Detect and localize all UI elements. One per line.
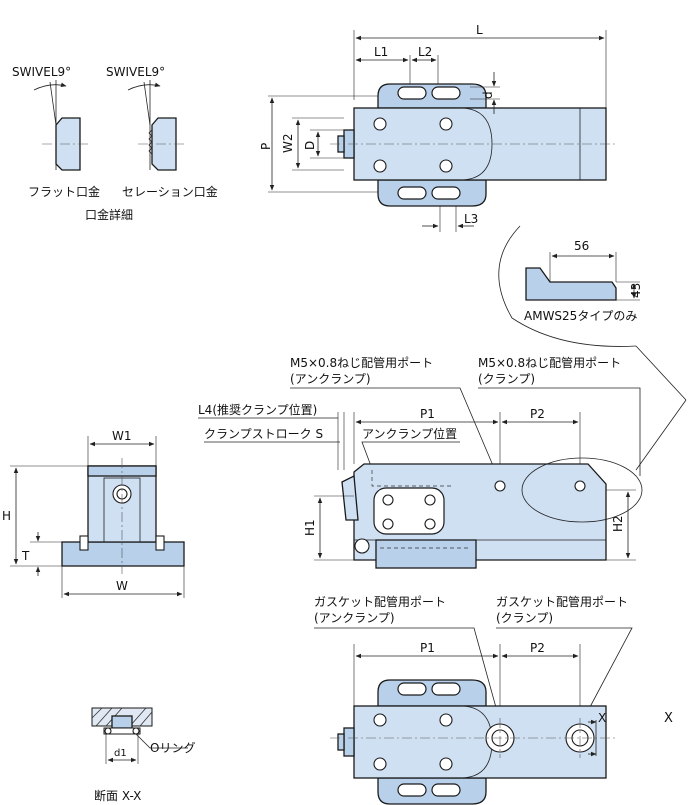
- dim-L3: L3: [464, 212, 478, 226]
- side-dim-P1: P1: [420, 407, 435, 421]
- dim-D: D: [303, 141, 317, 150]
- gasket-clamp-line2: (クランプ): [496, 611, 553, 625]
- dim-P: P: [259, 143, 273, 150]
- dim-L4-label: L4(推奨クランプ位置): [198, 402, 317, 417]
- gasket-unclamp-line2: (アンクランプ): [314, 611, 395, 625]
- side-dim-H2: H2: [611, 515, 625, 532]
- dim-L: L: [476, 23, 483, 37]
- gasket-unclamp-line1: ガスケット配管用ポート: [314, 594, 446, 609]
- side-dim-P2: P2: [530, 407, 545, 421]
- callout-detail: 56 43 AMWS25タイプのみ: [498, 225, 687, 471]
- gasket-clamp-line1: ガスケット配管用ポート: [496, 594, 628, 609]
- end-dim-W1: W1: [112, 429, 132, 443]
- side-dim-H1: H1: [303, 519, 317, 536]
- side-view: M5×0.8ねじ配管用ポート (アンクランプ) M5×0.8ねじ配管用ポート (…: [198, 355, 643, 569]
- stroke-label: クランプストローク S: [204, 427, 323, 441]
- serration-jaw-label: セレーション口金: [122, 184, 218, 199]
- section-mark-X: X: [664, 711, 673, 726]
- serration-jaw-drawing: [127, 80, 186, 171]
- port-unclamp-line2: (アンクランプ): [290, 372, 371, 386]
- bottom-view: ガスケット配管用ポート (アンクランプ) ガスケット配管用ポート (クランプ) …: [314, 594, 673, 805]
- callout-dim-43: 43: [629, 283, 643, 298]
- dim-L2: L2: [418, 45, 432, 59]
- section-mark-X-small: X: [598, 711, 606, 725]
- section-dim-d1: d1: [114, 748, 127, 759]
- bottom-dim-P1: P1: [420, 641, 435, 655]
- flat-jaw-drawing: [33, 80, 90, 171]
- callout-caption: AMWS25タイプのみ: [524, 309, 637, 323]
- flat-jaw-label: フラット口金: [28, 184, 100, 199]
- swivel-right-label: SWIVEL9°: [106, 65, 165, 79]
- end-view: W1 W H T: [2, 429, 185, 598]
- port-clamp-line1: M5×0.8ねじ配管用ポート: [478, 355, 621, 370]
- end-dim-H: H: [2, 509, 11, 523]
- dim-W2: W2: [281, 134, 295, 154]
- port-clamp-line2: (クランプ): [478, 372, 535, 386]
- unclamp-position-label: アンクランプ位置: [362, 426, 457, 441]
- section-caption: 断面 X-X: [94, 788, 141, 803]
- top-view: L L1 L2 d P: [259, 23, 616, 232]
- oring-label: Oリング: [150, 741, 195, 755]
- port-unclamp-line1: M5×0.8ねじ配管用ポート: [290, 355, 433, 370]
- dim-d: d: [481, 91, 495, 99]
- bottom-dim-P2: P2: [530, 641, 545, 655]
- jaw-detail: SWIVEL9° SWIVEL9° フラット口金 セレーション口金 口金詳細: [12, 65, 218, 222]
- jaw-detail-caption: 口金詳細: [85, 207, 133, 222]
- end-dim-T: T: [21, 549, 30, 563]
- swivel-left-label: SWIVEL9°: [12, 65, 71, 79]
- dim-L1: L1: [374, 45, 388, 59]
- section-detail: d1 Oリング 断面 X-X: [91, 707, 195, 803]
- callout-dim-56: 56: [574, 239, 589, 253]
- end-dim-W: W: [116, 579, 128, 593]
